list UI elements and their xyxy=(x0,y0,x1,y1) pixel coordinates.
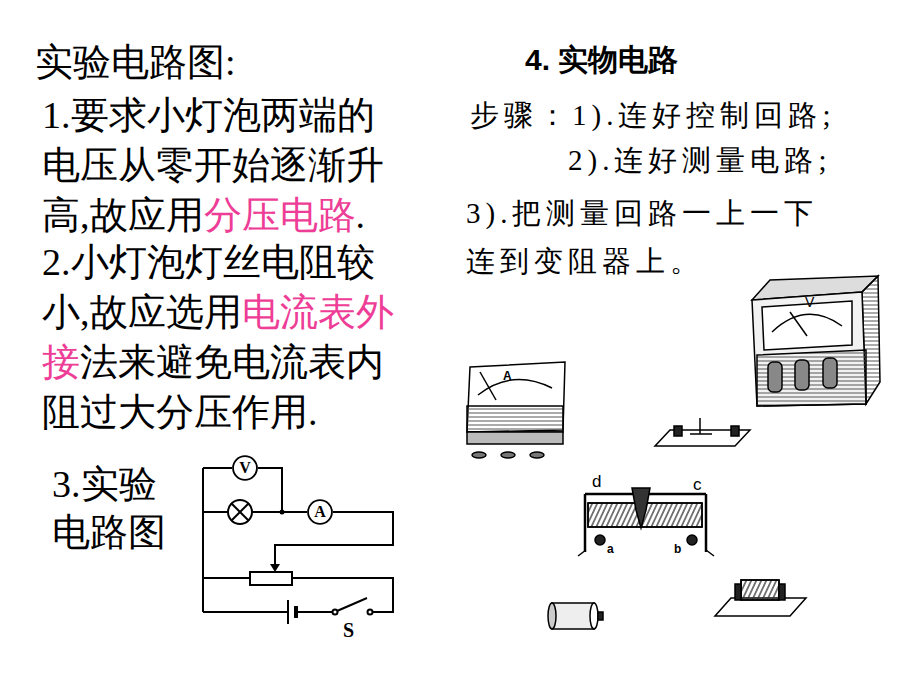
switch-picture xyxy=(655,418,750,446)
paragraph: 1.要求小灯泡两端的电压从零开始逐渐升高,故应用分压电路. xyxy=(42,90,404,240)
battery-holder-picture xyxy=(715,580,806,616)
meter-letter: A xyxy=(314,504,326,520)
text-line: 3).把测量回路一上一下连到变阻器上。 xyxy=(466,189,832,285)
part-label: b xyxy=(674,542,681,556)
part-label: c xyxy=(693,475,702,495)
wire xyxy=(258,468,307,512)
schematic-wires xyxy=(203,468,393,612)
body-text: . xyxy=(356,194,366,236)
text-line: 3.实验电路图 xyxy=(52,460,177,556)
meter-symbol: V xyxy=(232,455,258,481)
switch-symbol xyxy=(333,598,373,615)
part-label: A xyxy=(503,369,512,383)
voltmeter-picture xyxy=(752,276,880,406)
highlight-text: 分压电路 xyxy=(204,194,356,236)
ammeter-picture xyxy=(467,362,565,458)
battery-picture xyxy=(548,603,603,629)
meter-symbol: A xyxy=(307,499,333,525)
paragraph: 2.小灯泡灯丝电阻较小,故应选用电流表外接法来避免电流表内阻过大分压作用. xyxy=(42,237,404,437)
text-line: 2).连好测量电路; xyxy=(568,141,831,181)
battery-symbol xyxy=(288,600,296,624)
part-label: V xyxy=(805,294,814,310)
body-text: 法来避免电流表内阻过大分压作用. xyxy=(42,341,384,433)
lamp-symbol xyxy=(228,500,252,524)
rheostat-picture xyxy=(578,488,714,556)
rheostat-symbol xyxy=(250,572,292,585)
part-label: d xyxy=(592,472,601,492)
meter-letter: V xyxy=(239,460,251,476)
slider-arrow xyxy=(270,564,280,572)
text-line: 步骤：1).连好控制回路; xyxy=(470,96,835,136)
text-line: 实验电路图: xyxy=(35,37,236,87)
part-label: S xyxy=(343,619,354,642)
text-line: 4. 实物电路 xyxy=(525,40,678,81)
part-label: a xyxy=(607,542,614,556)
